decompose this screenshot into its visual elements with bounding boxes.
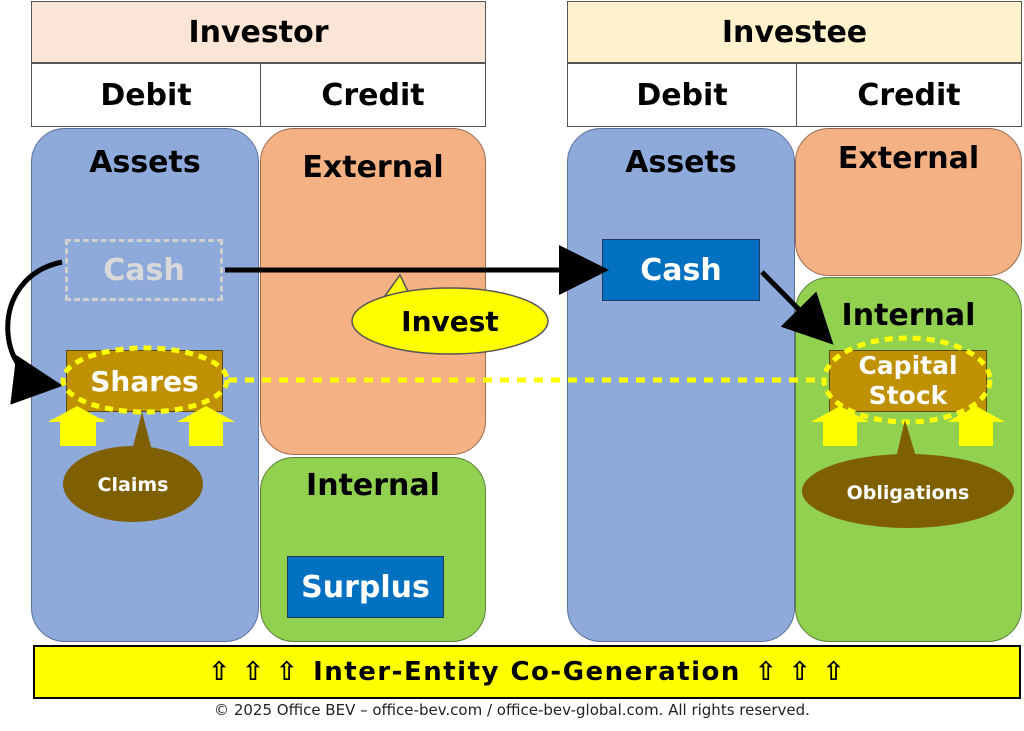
banner-text: Inter-Entity Co-Generation [313, 657, 741, 687]
cash-to-shares-arrow [5, 259, 63, 405]
investor-debit-header: Debit [31, 63, 261, 127]
investee-credit-header: Credit [796, 63, 1022, 127]
stock-label: Stock [868, 381, 948, 410]
investee-external-panel: External [795, 128, 1022, 276]
invest-callout-label: Invest [401, 304, 499, 338]
investor-internal-title: Internal [306, 468, 440, 503]
investor-credit-header: Credit [260, 63, 486, 127]
investor-credit-label: Credit [321, 77, 425, 113]
copyright-footer: © 2025 Office BEV – office-bev.com / off… [214, 701, 810, 719]
investee-title: Investee [721, 14, 868, 50]
banner-arrows-left: ⇧ ⇧ ⇧ [208, 657, 300, 687]
investee-cash-box: Cash [602, 239, 760, 301]
investee-assets-title: Assets [625, 145, 737, 180]
surplus-box: Surplus [287, 556, 444, 618]
investor-header: Investor [31, 1, 486, 63]
investor-title: Investor [188, 14, 329, 50]
investee-assets-panel: Assets [567, 128, 795, 642]
up-arrow-icon [811, 406, 869, 446]
investor-debit-label: Debit [100, 77, 192, 113]
investee-internal-title: Internal [841, 298, 976, 333]
investee-debit-label: Debit [636, 77, 728, 113]
capital-stock-label: Capital Stock [829, 347, 987, 415]
claims-callout [63, 412, 203, 522]
investor-assets-title: Assets [89, 145, 201, 180]
up-arrow-icon [48, 406, 106, 446]
investor-cash-label: Cash [103, 252, 185, 288]
investee-debit-header: Debit [567, 63, 797, 127]
up-arrow-icon [177, 406, 235, 446]
shares-label: Shares [90, 364, 199, 398]
capital-stock-rect [829, 350, 987, 412]
investee-header: Investee [567, 1, 1022, 63]
co-generation-banner: ⇧ ⇧ ⇧ Inter-Entity Co-Generation ⇧ ⇧ ⇧ [33, 645, 1021, 699]
capital-label: Capital [858, 351, 958, 380]
investor-external-title: External [302, 150, 444, 185]
shares-highlight-ring [60, 345, 230, 415]
banner-arrows-right: ⇧ ⇧ ⇧ [754, 657, 846, 687]
up-arrow-icon [947, 406, 1005, 446]
cash-to-capital-arrow [760, 270, 834, 345]
invest-callout [351, 273, 549, 355]
capital-stock-highlight-ring [821, 335, 993, 425]
surplus-label: Surplus [301, 569, 430, 605]
investor-cash-box: Cash [65, 239, 223, 301]
investee-cash-label: Cash [640, 252, 722, 288]
obligations-label: Obligations [846, 482, 970, 504]
investee-external-title: External [837, 141, 980, 176]
obligations-callout [802, 420, 1014, 528]
shares-rect [66, 350, 223, 412]
claims-label: Claims [97, 474, 169, 496]
investee-credit-label: Credit [857, 77, 961, 113]
